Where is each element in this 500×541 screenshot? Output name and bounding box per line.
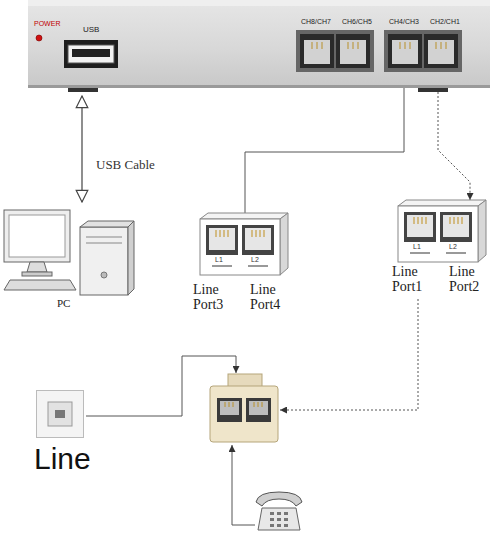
splitter-box: L1L2Line Port1Line Port2 xyxy=(398,200,486,262)
port-name: Line Port1 xyxy=(392,264,436,294)
wire xyxy=(86,299,418,525)
splitter-illustration xyxy=(200,213,288,275)
pc-figure: PC xyxy=(0,205,135,315)
splitter-illustration xyxy=(398,200,486,262)
device-box: POWER USB CH8/CH7 CH6/CH5 CH4/CH3 CH2/CH1 xyxy=(28,0,490,88)
port-label: USB xyxy=(83,26,99,35)
usb-cable-arrow xyxy=(81,96,82,202)
line-label: Line xyxy=(34,442,91,475)
splitter-plug xyxy=(210,374,278,442)
port-name: Line Port3 xyxy=(193,282,237,312)
port-label: CH4/CH3 CH2/CH1 xyxy=(389,18,460,26)
device-illustration xyxy=(28,0,490,88)
led-label: POWER xyxy=(34,20,60,28)
phone-wire xyxy=(245,88,404,213)
wall-socket: Line xyxy=(36,390,84,438)
jack-label: L2 xyxy=(449,243,457,251)
port-name: Line Port4 xyxy=(250,282,294,312)
cable-label: USB Cable xyxy=(96,158,155,172)
splitter-box: L1L2Line Port3Line Port4 xyxy=(200,213,288,275)
jack-label: L2 xyxy=(251,256,259,264)
jack-label: L1 xyxy=(215,256,223,264)
device-label: PC xyxy=(57,297,70,309)
port-label: CH8/CH7 CH6/CH5 xyxy=(301,18,372,26)
phone-wire xyxy=(438,88,470,200)
port-name: Line Port2 xyxy=(449,264,493,294)
wall-socket-illustration xyxy=(36,390,84,438)
jack-label: L1 xyxy=(413,243,421,251)
telephone xyxy=(256,492,302,530)
